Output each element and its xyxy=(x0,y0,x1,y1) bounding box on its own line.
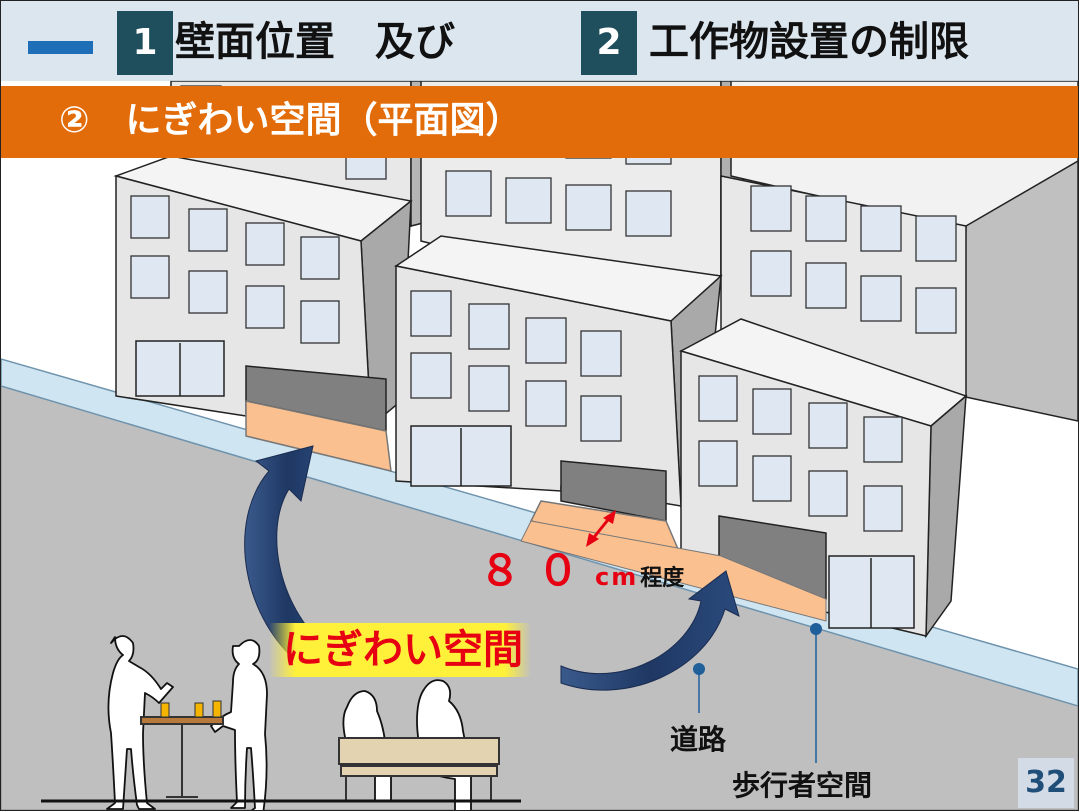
table-and-bench xyxy=(41,700,521,803)
title-bar: 1 壁面位置 及び 2 工作物設置の制限 xyxy=(1,1,1078,81)
nigiwai-space-label: にぎわい空間 xyxy=(269,623,531,677)
subtitle-bar: ② にぎわい空間（平面図） xyxy=(1,86,1078,158)
subtitle: ② にぎわい空間（平面図） xyxy=(59,100,522,141)
distance-suffix: 程度 xyxy=(640,566,685,591)
arrow-to-right-frontage xyxy=(560,570,740,691)
page-title-part1: 壁面位置 及び xyxy=(175,19,455,65)
section-number-2: 2 xyxy=(581,11,637,75)
road-label: 道路 xyxy=(670,723,727,756)
distance-unit: cm xyxy=(595,563,639,591)
frontage-strip xyxy=(520,520,827,622)
windows-front xyxy=(130,195,903,532)
page-number: 32 xyxy=(1018,758,1074,808)
title-dash-icon xyxy=(28,41,93,54)
walkway-label: 歩行者空間 xyxy=(732,769,873,802)
arrow-to-left-frontage xyxy=(244,445,332,670)
section-number-1: 1 xyxy=(117,11,173,75)
page-title-part2: 工作物設置の制限 xyxy=(649,19,969,65)
distance-value: ８０ xyxy=(479,546,596,595)
distance-label: ８０cm程度 xyxy=(479,537,684,598)
distance-arrow xyxy=(586,510,616,547)
leader-lines xyxy=(693,623,822,763)
